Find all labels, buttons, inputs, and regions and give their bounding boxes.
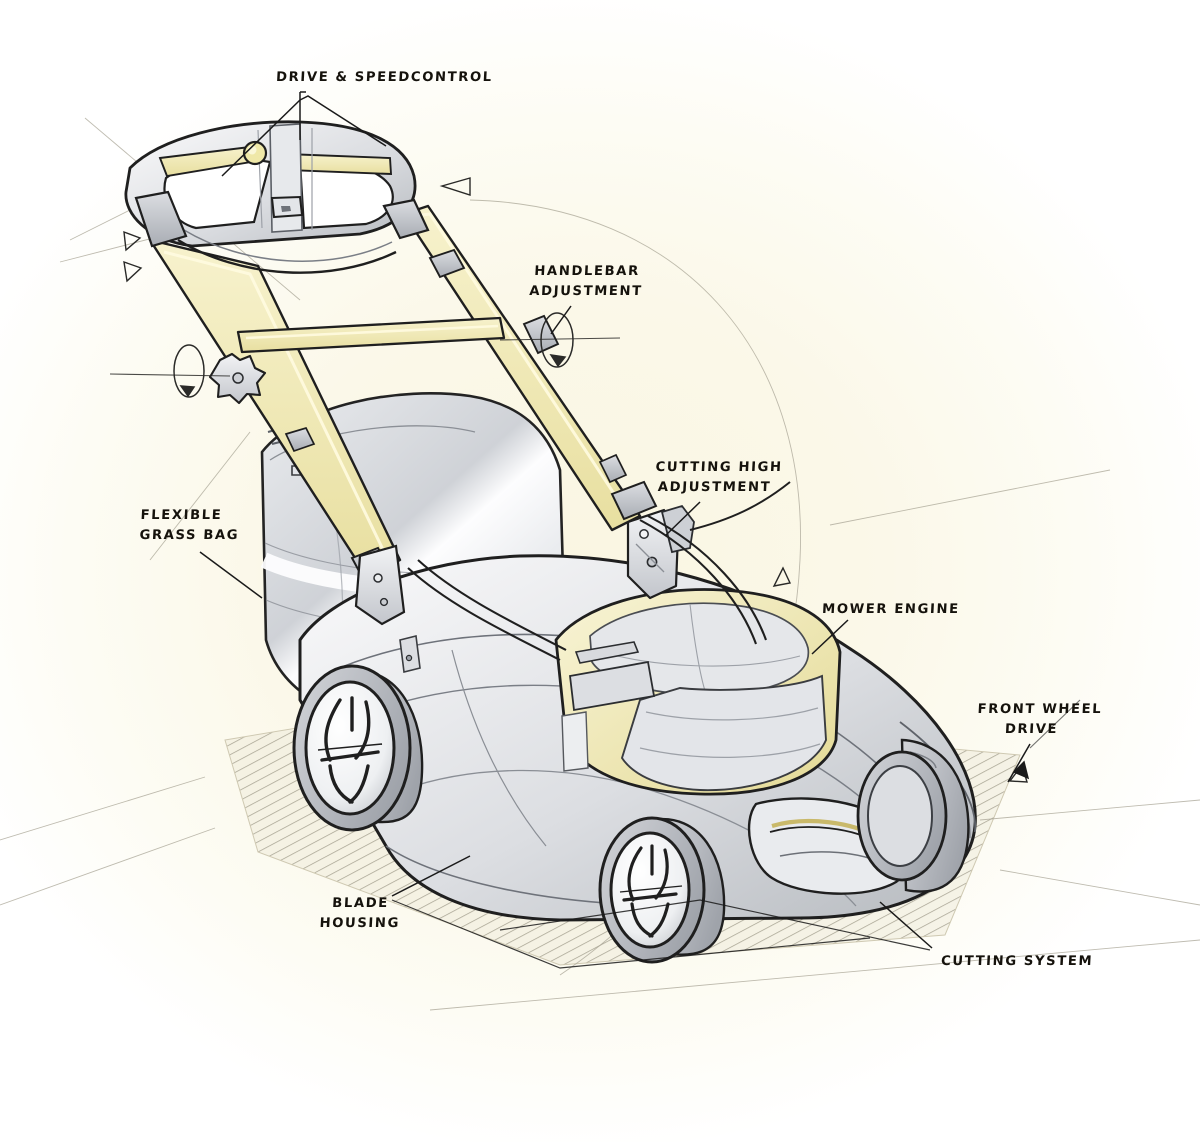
callout-cutting-system: CUTTING SYSTEM bbox=[940, 954, 1094, 969]
handlebar-control-panel bbox=[124, 120, 430, 274]
leader-cutting-high bbox=[664, 501, 701, 537]
callout-flexible-grass-bag: FLEXIBLE GRASS BAG bbox=[139, 508, 240, 543]
leader-cutting-system bbox=[879, 901, 933, 949]
callout-front-wheel-drive: FRONT WHEEL DRIVE bbox=[977, 702, 1103, 737]
leader-engine bbox=[811, 619, 849, 655]
front-wheel bbox=[598, 816, 726, 964]
rotation-symbols bbox=[109, 312, 621, 398]
callout-cutting-high-adjustment: CUTTING HIGH ADJUSTMENT bbox=[655, 460, 783, 495]
leader-front-wheel bbox=[1007, 743, 1031, 783]
handle-tubes bbox=[148, 204, 658, 673]
handle-mount-brackets bbox=[354, 544, 421, 673]
handlebar-adjustment-knob bbox=[208, 352, 267, 405]
callout-mower-engine: MOWER ENGINE bbox=[821, 602, 961, 617]
rear-wheel bbox=[292, 664, 424, 832]
leader-handlebar bbox=[550, 305, 572, 335]
leader-blade-housing bbox=[391, 855, 471, 897]
front-right-wheel bbox=[856, 738, 970, 893]
callout-handlebar-adjustment: HANDLEBAR ADJUSTMENT bbox=[528, 264, 644, 299]
callout-drive-speed-control: DRIVE & SPEEDCONTROL bbox=[275, 70, 494, 85]
leader-grass-bag bbox=[199, 551, 263, 599]
control-cables bbox=[407, 515, 767, 661]
cutting-height-lever bbox=[626, 481, 791, 600]
callout-blade-housing: BLADE HOUSING bbox=[319, 896, 401, 931]
callout-leader-lines bbox=[199, 91, 1081, 969]
mower-engine-cover bbox=[554, 588, 842, 796]
